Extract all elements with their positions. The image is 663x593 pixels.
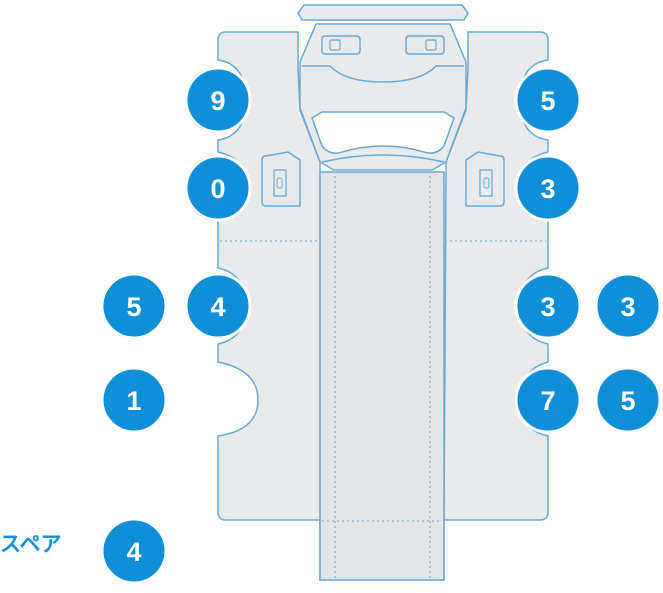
badge-left-2-value: 0 <box>210 174 225 204</box>
badge-right-4: 7 <box>514 366 582 434</box>
chin-band <box>321 154 445 163</box>
badge-left-3: 4 <box>184 272 252 340</box>
mouth-cutout <box>311 111 455 154</box>
badge-right-outer-4-value: 5 <box>620 386 635 416</box>
badge-right-top: 5 <box>514 66 582 134</box>
left-eye-inner <box>329 39 341 51</box>
badge-right-outer-3-value: 3 <box>620 292 635 322</box>
badge-right-4-value: 7 <box>540 386 555 416</box>
badge-right-top-value: 5 <box>540 86 555 116</box>
badge-left-top: 9 <box>184 66 252 134</box>
badge-left-outer-3-value: 5 <box>126 292 141 322</box>
badge-left-outer-4: 1 <box>100 366 168 434</box>
badge-spare: 4 <box>100 517 168 585</box>
badge-right-outer-3: 3 <box>594 272 662 340</box>
badge-left-2: 0 <box>184 154 252 222</box>
right-hinge-slot <box>483 177 490 189</box>
left-hinge-inner <box>273 169 287 197</box>
top-bar-piece <box>297 4 469 21</box>
badge-left-outer-3: 5 <box>100 272 168 340</box>
head-visor <box>302 65 464 83</box>
left-eye <box>321 35 361 55</box>
badge-right-3: 3 <box>514 272 582 340</box>
badge-right-3-value: 3 <box>540 292 555 322</box>
badge-left-top-value: 9 <box>210 86 225 116</box>
left-hinge-slot <box>276 177 283 189</box>
right-hinge-inner <box>479 169 493 197</box>
badge-right-2: 3 <box>514 154 582 222</box>
badge-right-outer-4: 5 <box>594 366 662 434</box>
right-eye-inner <box>425 39 437 51</box>
center-column <box>319 171 445 581</box>
badge-spare-value: 4 <box>126 537 141 567</box>
left-hinge <box>261 151 301 207</box>
right-hinge <box>465 151 505 207</box>
badge-left-3-value: 4 <box>210 292 225 322</box>
spare-label: スペア <box>0 532 62 556</box>
badge-left-outer-4-value: 1 <box>126 386 141 416</box>
right-eye <box>405 35 445 55</box>
badge-right-2-value: 3 <box>540 174 555 204</box>
